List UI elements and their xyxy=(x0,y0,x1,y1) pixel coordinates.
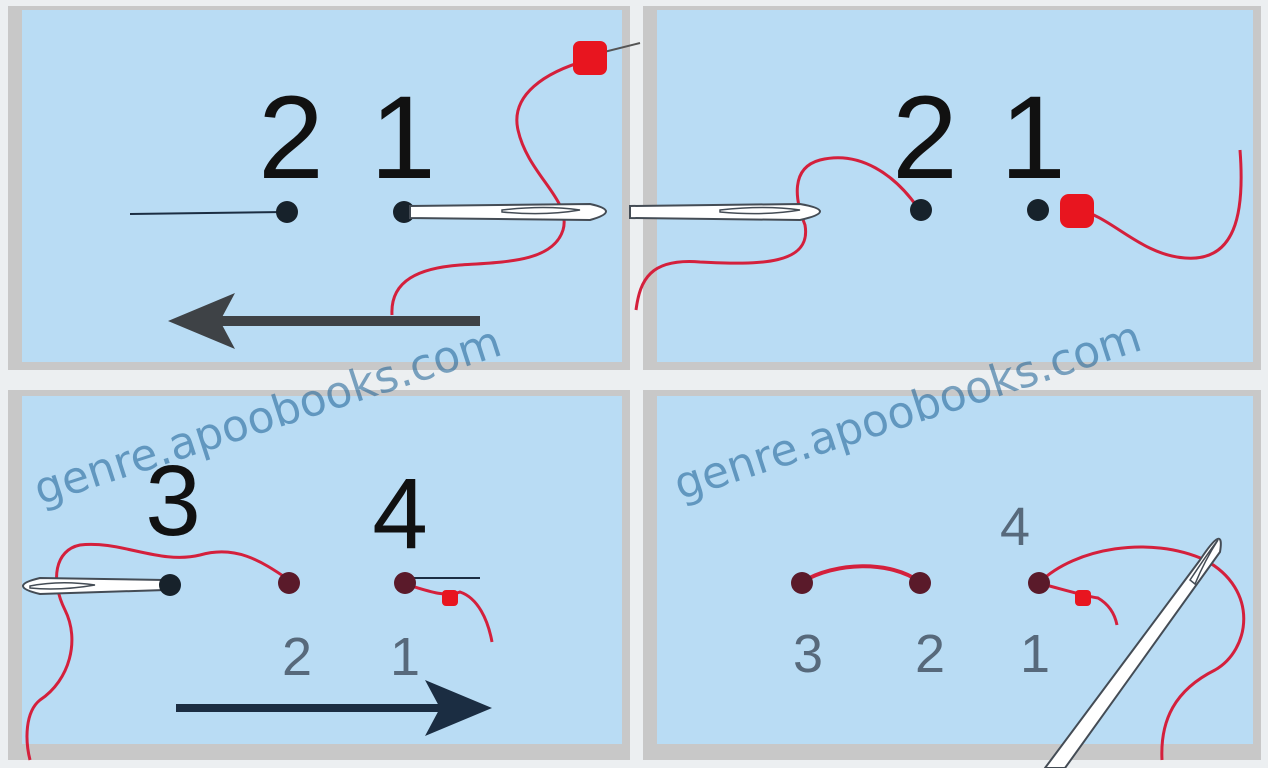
needle-eye xyxy=(29,581,96,590)
hole-1 xyxy=(1028,572,1050,594)
thread xyxy=(390,58,589,316)
thread xyxy=(1038,545,1246,761)
hole-1 xyxy=(394,572,416,594)
thread-knot xyxy=(1060,194,1094,228)
stitch-number-2: 2 xyxy=(892,72,958,204)
thread-knot xyxy=(442,590,458,606)
hole-2 xyxy=(278,572,300,594)
stitch-number-1: 1 xyxy=(370,72,436,204)
hole-3 xyxy=(159,574,181,596)
hole-2 xyxy=(910,199,932,221)
stitch-number-1: 1 xyxy=(1000,72,1066,204)
thread xyxy=(25,542,290,761)
thread xyxy=(404,582,494,643)
direction-arrow-left-icon xyxy=(168,293,235,349)
needle xyxy=(22,576,166,596)
panel-step-3: 3 4 2 1 xyxy=(8,390,630,761)
thread-knot xyxy=(573,41,607,75)
needle-eye xyxy=(501,206,581,215)
hole-label-1: 1 xyxy=(390,627,420,687)
hole-1 xyxy=(1027,199,1049,221)
panel-step-4: 4 3 2 1 xyxy=(643,390,1261,768)
fabric-background xyxy=(22,10,622,362)
fabric-background xyxy=(657,10,1253,362)
hole-3 xyxy=(791,572,813,594)
needle xyxy=(1043,538,1222,768)
thread xyxy=(1041,582,1119,626)
hole-label-2: 2 xyxy=(915,624,945,684)
hole-label-1: 1 xyxy=(1020,624,1050,684)
panel-step-2: 2 1 xyxy=(629,6,1261,370)
thread xyxy=(1077,149,1243,260)
thread-knot xyxy=(1075,590,1091,606)
hole-2 xyxy=(276,201,298,223)
stitch-number-4: 4 xyxy=(372,458,428,570)
panel-step-1: 2 1 xyxy=(8,6,641,370)
hole-label-2: 2 xyxy=(282,627,312,687)
stitch-number-2: 2 xyxy=(258,72,324,204)
fabric-background xyxy=(22,396,622,744)
stitch-line xyxy=(129,211,286,215)
completed-stitch xyxy=(800,564,922,584)
stitch-number-3: 3 xyxy=(145,445,201,557)
hole-label-3: 3 xyxy=(793,624,823,684)
hole-label-4: 4 xyxy=(1000,497,1030,557)
fabric-background xyxy=(657,396,1253,744)
needle-eye xyxy=(1188,539,1219,586)
hole-2 xyxy=(909,572,931,594)
thread xyxy=(634,156,920,311)
direction-arrow-right-icon xyxy=(425,680,492,736)
needle-eye xyxy=(719,206,801,215)
